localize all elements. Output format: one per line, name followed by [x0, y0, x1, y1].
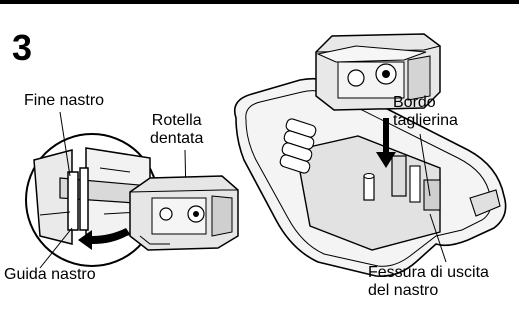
leader-fine-nastro [59, 111, 71, 177]
small-cassette [129, 175, 239, 251]
leader-fessura [429, 213, 447, 263]
leader-guida-nastro [39, 227, 73, 269]
large-cassette [315, 33, 441, 111]
label-bordo-taglierina: Bordo taglierina [393, 94, 458, 129]
label-guida-nastro: Guida nastro [4, 266, 96, 283]
label-rotella-dentata: Rotella dentata [150, 112, 204, 147]
top-rule [0, 0, 519, 4]
label-fessura-uscita: Fessura di uscita del nastro [368, 264, 489, 299]
step-number: 3 [12, 27, 33, 68]
leader-bordo [419, 133, 431, 197]
labeler-device [233, 77, 507, 278]
label-fine-nastro: Fine nastro [24, 92, 105, 109]
